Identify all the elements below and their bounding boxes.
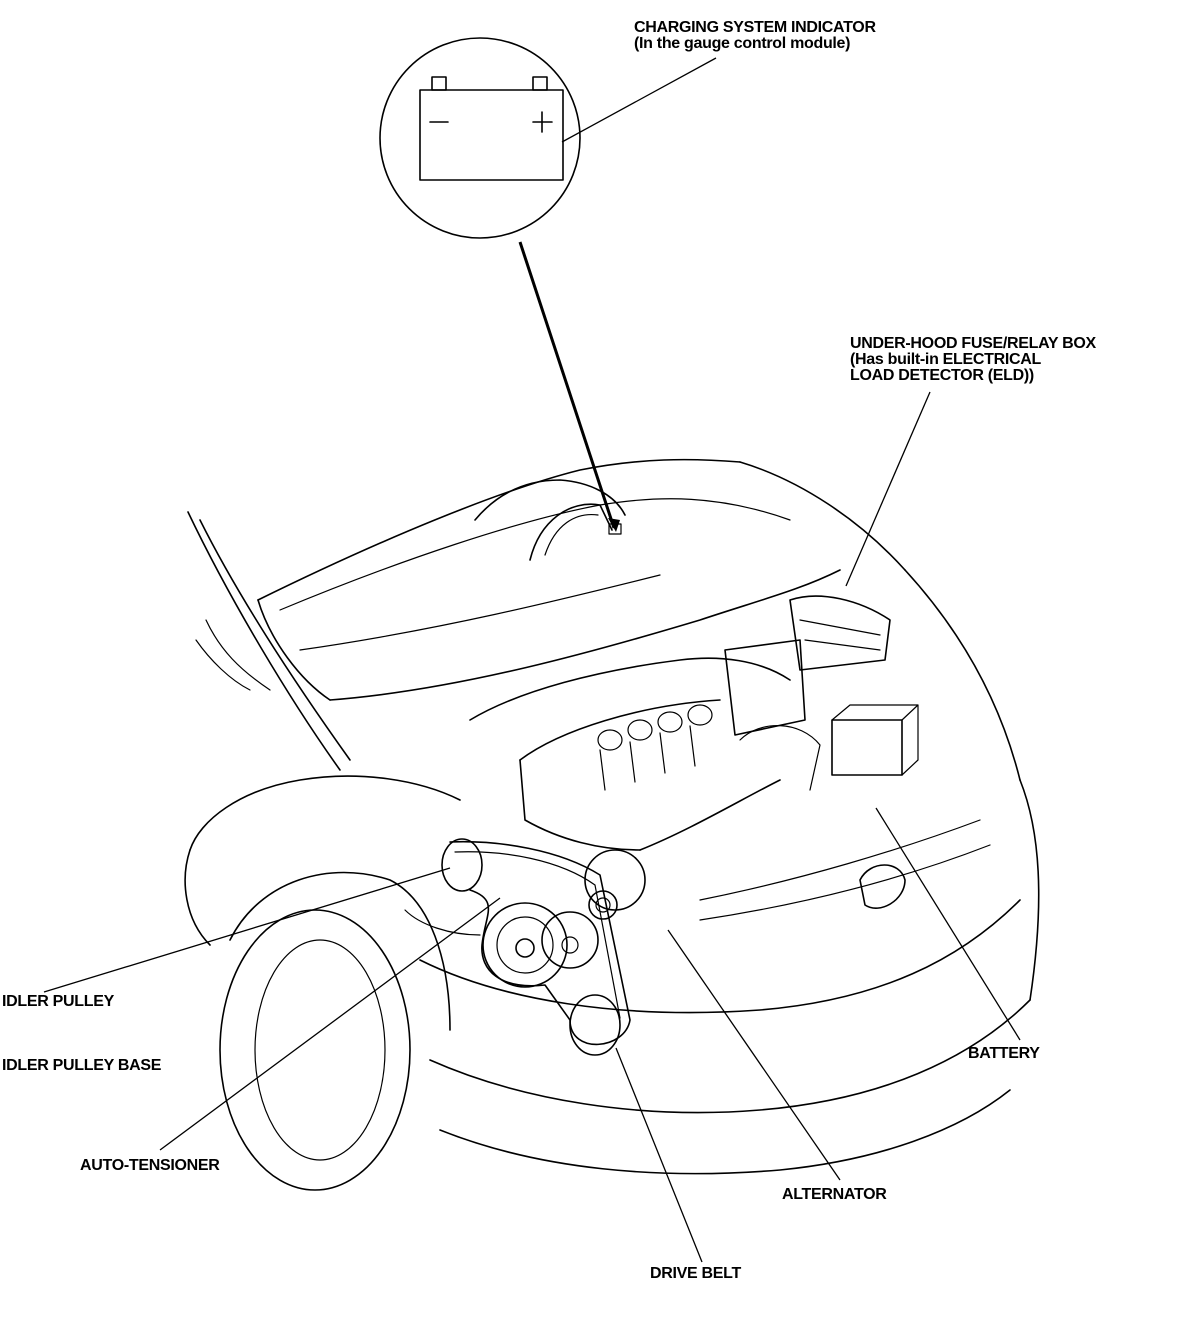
idler-pulley-label: IDLER PULLEY: [2, 993, 114, 1010]
auto-tensioner-label: AUTO-TENSIONER: [80, 1157, 220, 1174]
indicator-callout: [379, 37, 581, 239]
battery-label: BATTERY: [968, 1045, 1040, 1062]
leader-lines: [43, 57, 1021, 1263]
engine: [441, 595, 919, 1056]
drive-belt-shape: [449, 840, 631, 1046]
front-wheel: [219, 909, 411, 1191]
idler-pulley-base-label: IDLER PULLEY BASE: [2, 1057, 162, 1074]
alternator-shape: [584, 849, 646, 911]
alternator-label: ALTERNATOR: [782, 1186, 887, 1203]
car-body: [184, 458, 1040, 1191]
fog-light: [859, 864, 906, 909]
battery-icon: [419, 76, 564, 181]
crank-pulley: [569, 994, 621, 1056]
idler-pulley: [441, 838, 483, 892]
auto-tensioner-pulley: [482, 902, 568, 988]
charging-indicator-label: CHARGING SYSTEM INDICATOR (In the gauge …: [634, 20, 876, 52]
battery-shape: [831, 719, 903, 776]
callout-circle: [379, 37, 581, 239]
fuse-box-label: UNDER-HOOD FUSE/RELAY BOX (Has built-in …: [850, 336, 1096, 384]
fuse-relay-box: [789, 595, 891, 671]
fuse-box-line1: UNDER-HOOD FUSE/RELAY BOX: [850, 335, 1096, 352]
fuse-box-line2: (Has built-in ELECTRICAL: [850, 351, 1042, 368]
drive-belt-label: DRIVE BELT: [650, 1265, 741, 1282]
idler-pulley-base: [541, 911, 599, 969]
fuse-box-line3: LOAD DETECTOR (ELD)): [850, 367, 1034, 384]
charging-indicator-line2: (In the gauge control module): [634, 35, 851, 52]
charging-indicator-line1: CHARGING SYSTEM INDICATOR: [634, 19, 876, 36]
